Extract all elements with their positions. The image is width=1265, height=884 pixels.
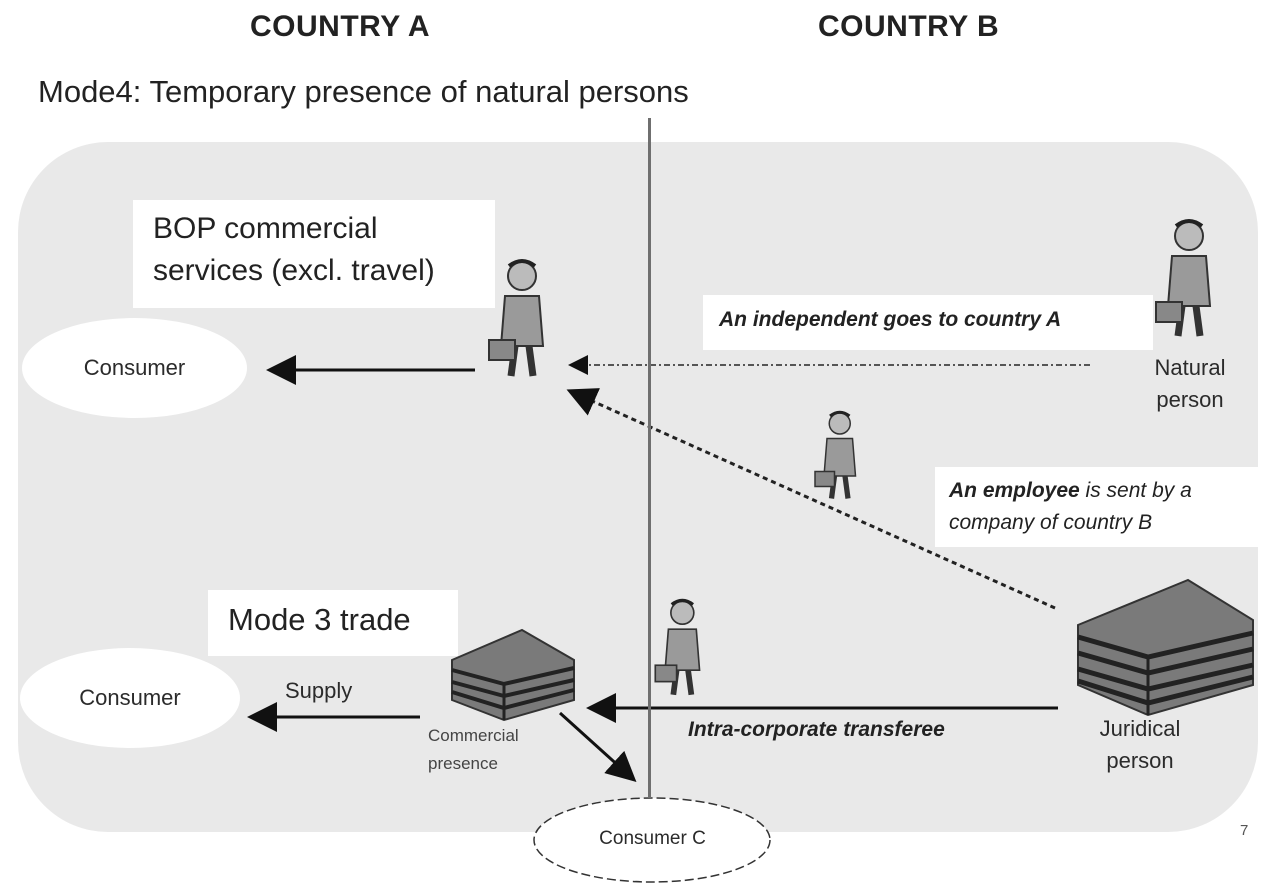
employee-label-rest: is sent by a [1079,479,1192,502]
independent-label: An independent goes to country A [719,308,1062,331]
consumer-top-label: Consumer [83,355,186,381]
consumer-bottom-ellipse: Consumer [20,648,240,748]
businessman-icon [1155,219,1212,337]
country-divider [648,118,651,798]
building-icon [1077,578,1254,717]
consumer-c-label: Consumer C [599,828,706,849]
supply-label: Supply [285,678,353,703]
consumer-bottom-label: Consumer [79,685,181,711]
intra-corporate-label: Intra-corporate transferee [688,718,945,741]
employee-box: An employee is sent by a company of coun… [935,467,1265,547]
consumer-top-ellipse: Consumer [22,318,247,418]
country-a-header: COUNTRY A [250,10,431,43]
businessman-icon [654,598,701,696]
country-b-header: COUNTRY B [818,10,1000,43]
independent-box: An independent goes to country A [703,295,1153,350]
employee-label-bold: An employee [949,479,1080,502]
bop-box: BOP commercial services (excl. travel) [133,200,495,308]
page-number: 7 [1240,822,1249,839]
employee-label-line2: company of country B [949,510,1153,534]
arrow-employee [566,388,1056,610]
employee-label: An employee is sent by a company of coun… [935,467,1265,538]
building-icon [451,628,575,722]
mode3-box: Mode 3 trade [208,590,458,656]
diagram-title: Mode4: Temporary presence of natural per… [38,74,689,109]
natural-person-label: Natural person [1154,355,1226,412]
consumer-c-ellipse [533,797,771,883]
arrow-to-consumer-c [558,711,637,783]
businessman-icon [488,259,545,377]
juridical-person-label: Juridical person [1099,716,1181,773]
businessman-icon [814,410,857,499]
commercial-presence-label: Commercial presence [428,726,519,774]
bop-label: BOP commercial services (excl. travel) [153,212,435,287]
mode3-label: Mode 3 trade [228,602,411,637]
